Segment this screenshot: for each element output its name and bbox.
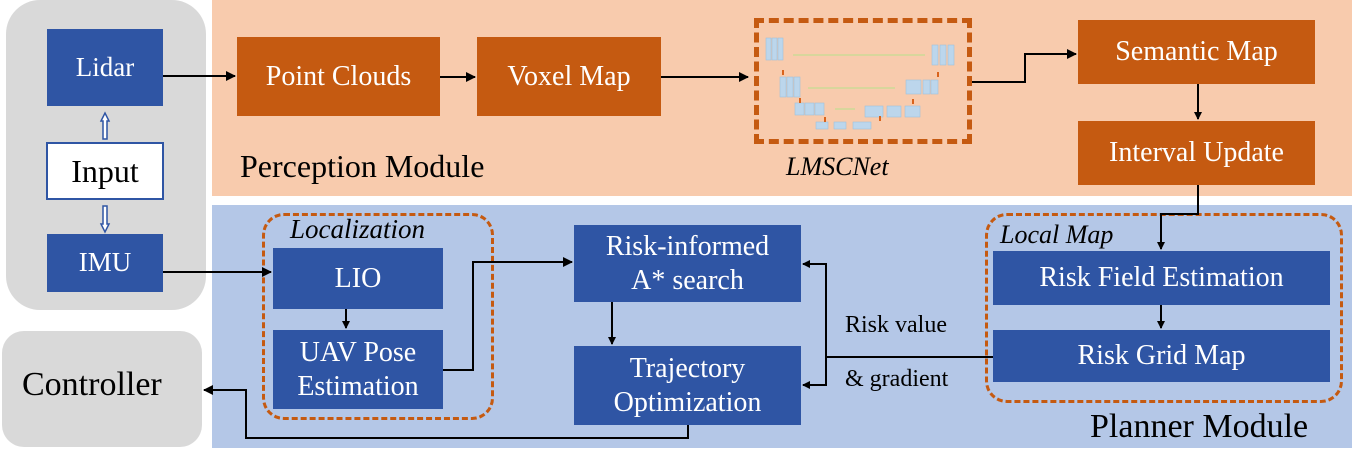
semantic-map-box: Semantic Map: [1078, 20, 1315, 84]
traj-label-line1: Trajectory: [629, 353, 746, 385]
interval-update-label: Interval Update: [1109, 137, 1284, 168]
semantic-map-label: Semantic Map: [1115, 36, 1278, 67]
input-box: Input: [46, 142, 164, 200]
point-clouds-label: Point Clouds: [265, 60, 412, 92]
risk-grid-map-box: Risk Grid Map: [993, 330, 1330, 382]
uav-pose-estimation-box: UAV Pose Estimation: [273, 330, 443, 409]
imu-box: IMU: [47, 234, 163, 292]
controller-label: Controller: [22, 366, 162, 403]
lio-label: LIO: [334, 262, 382, 294]
uav-pose-label-line1: UAV Pose: [299, 337, 417, 369]
risk-field-estimation-box: Risk Field Estimation: [993, 251, 1330, 305]
perception-module-title: Perception Module: [240, 148, 485, 184]
planner-module-title: Planner Module: [1090, 408, 1309, 445]
risk-value-label: Risk value: [845, 312, 947, 338]
search-label-line2: A* search: [631, 264, 744, 296]
risk-informed-search-box: Risk-informed A* search: [574, 225, 801, 302]
risk-field-label: Risk Field Estimation: [1039, 262, 1284, 294]
point-clouds-box: Point Clouds: [237, 37, 440, 116]
gradient-label: & gradient: [845, 366, 949, 392]
controller-panel: [2, 331, 202, 447]
local-map-title: Local Map: [1000, 220, 1114, 249]
lio-box: LIO: [273, 248, 443, 309]
traj-label-line2: Optimization: [613, 386, 762, 418]
lidar-box: Lidar: [47, 29, 163, 106]
interval-update-box: Interval Update: [1078, 121, 1315, 185]
lmscnet-frame: [754, 18, 972, 144]
uav-pose-label-line2: Estimation: [297, 370, 419, 402]
imu-label: IMU: [78, 247, 132, 278]
voxel-map-box: Voxel Map: [477, 37, 661, 116]
lmscnet-label: LMSCNet: [786, 152, 889, 181]
trajectory-optimization-box: Trajectory Optimization: [574, 346, 801, 425]
voxel-map-label: Voxel Map: [507, 60, 631, 92]
search-label-line1: Risk-informed: [605, 231, 770, 263]
input-label: Input: [71, 152, 139, 189]
localization-title: Localization: [290, 214, 426, 244]
lidar-label: Lidar: [75, 51, 135, 82]
risk-grid-label: Risk Grid Map: [1077, 340, 1246, 372]
